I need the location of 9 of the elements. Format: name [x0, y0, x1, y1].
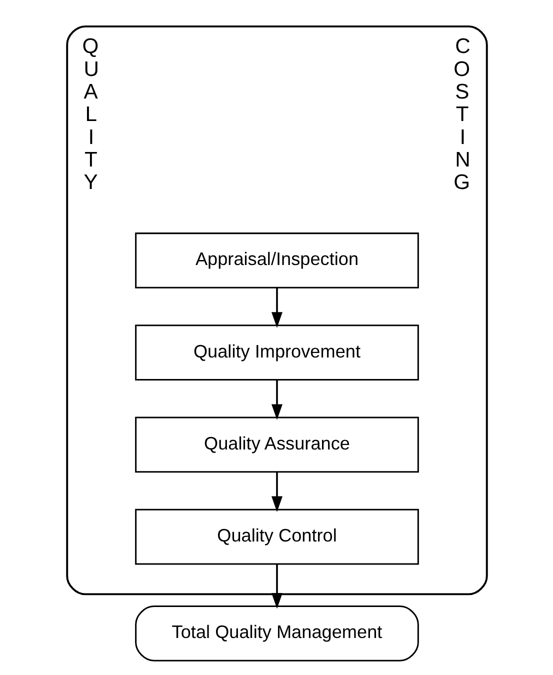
- arrow: [271, 472, 282, 512]
- node-box: Appraisal/Inspection: [134, 232, 418, 288]
- arrow: [271, 288, 282, 328]
- node-box: Quality Control: [134, 508, 418, 565]
- node-box: Quality Improvement: [134, 324, 418, 381]
- arrow: [271, 380, 282, 420]
- node-box: Quality Assurance: [134, 416, 418, 473]
- arrow: [271, 564, 282, 609]
- node-box: Total Quality Management: [134, 606, 418, 662]
